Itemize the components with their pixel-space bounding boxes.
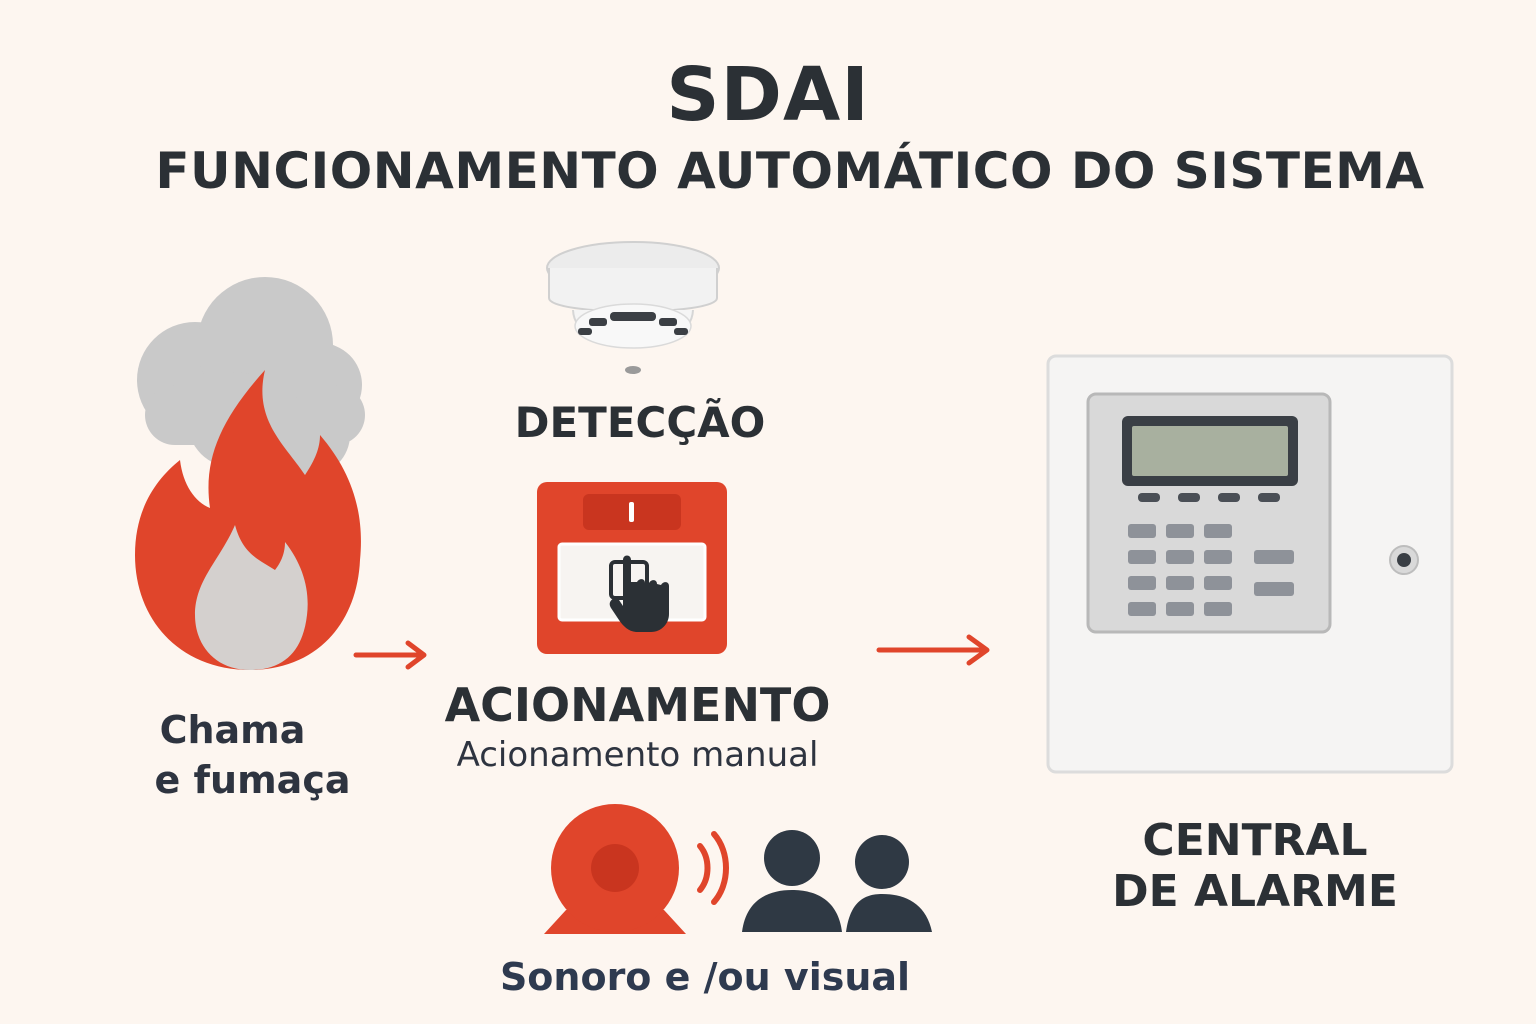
siren-icon: [544, 804, 729, 934]
people-icon: [742, 830, 932, 932]
alarm-panel-icon: [1046, 354, 1454, 774]
manual-call-point-icon: [537, 482, 727, 654]
arrow-right-icon: [876, 634, 990, 666]
detection-label: DETECÇÃO: [514, 398, 766, 447]
activation-sublabel: Acionamento manual: [456, 735, 819, 775]
central-label-line1: CENTRAL: [1142, 815, 1368, 866]
arrow-right-icon: [353, 640, 427, 670]
page-title: SDAI: [666, 52, 870, 138]
activation-label: ACIONAMENTO: [444, 678, 831, 732]
smoke-detector-icon: [546, 241, 720, 374]
fire-smoke-icon: [135, 277, 365, 670]
source-label-line2: e fumaça: [154, 758, 351, 802]
central-label-line2: DE ALARME: [1112, 866, 1398, 917]
source-label-line1: Chama: [159, 708, 306, 752]
page-subtitle: FUNCIONAMENTO AUTOMÁTICO DO SISTEMA: [155, 142, 1425, 200]
alert-label: Sonoro e /ou visual: [499, 955, 911, 999]
